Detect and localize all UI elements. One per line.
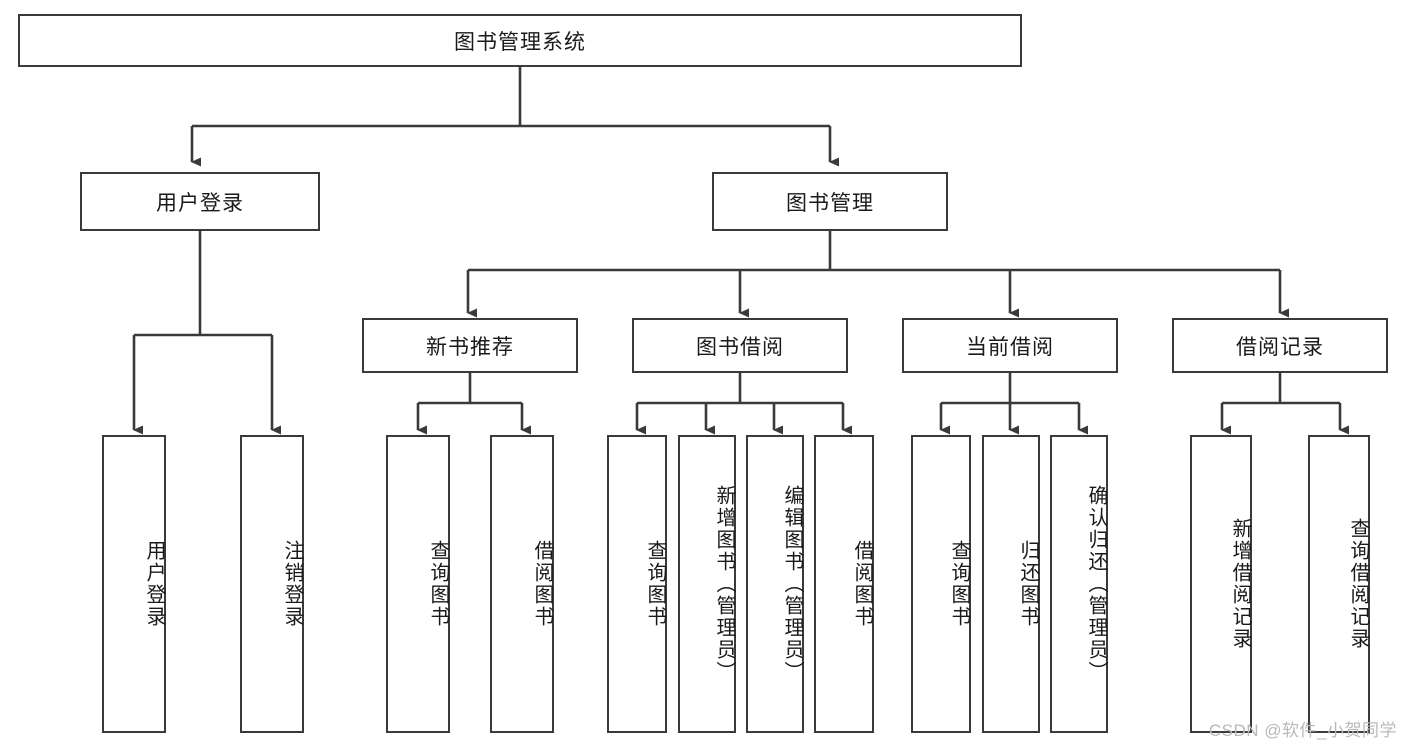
leaf-new-book-query[interactable]: 查询图书: [386, 435, 450, 733]
csdn-watermark: CSDN @软件_小贺同学: [1208, 721, 1397, 740]
leaf-new-book-borrow[interactable]: 借阅图书: [490, 435, 554, 733]
node-root-system[interactable]: 图书管理系统: [18, 14, 1022, 67]
leaf-user-login-logout[interactable]: 注销登录: [240, 435, 304, 733]
leaf-label: 查询图书: [427, 540, 449, 628]
node-current-borrow[interactable]: 当前借阅: [902, 318, 1118, 373]
leaf-label: 新增借阅记录: [1229, 518, 1251, 650]
node-borrow-record[interactable]: 借阅记录: [1172, 318, 1388, 373]
node-new-book-recommend[interactable]: 新书推荐: [362, 318, 578, 373]
leaf-label: 用户登录: [143, 540, 165, 628]
node-book-borrow[interactable]: 图书借阅: [632, 318, 848, 373]
leaf-label: 查询借阅记录: [1347, 518, 1369, 650]
leaf-borrow-edit-book[interactable]: 编辑图书（管理员）: [746, 435, 804, 733]
leaf-label: 借阅图书: [531, 540, 553, 628]
leaf-label: 确认归还（管理员）: [1085, 485, 1107, 683]
leaf-label: 新增图书（管理员）: [713, 485, 735, 683]
leaf-user-login-login[interactable]: 用户登录: [102, 435, 166, 733]
leaf-current-query-book[interactable]: 查询图书: [911, 435, 971, 733]
leaf-label: 编辑图书（管理员）: [781, 485, 803, 683]
leaf-borrow-add-book[interactable]: 新增图书（管理员）: [678, 435, 736, 733]
leaf-borrow-query-book[interactable]: 查询图书: [607, 435, 667, 733]
leaf-current-confirm-return[interactable]: 确认归还（管理员）: [1050, 435, 1108, 733]
node-book-management[interactable]: 图书管理: [712, 172, 948, 231]
leaf-borrow-borrow-book[interactable]: 借阅图书: [814, 435, 874, 733]
leaf-label: 查询图书: [948, 540, 970, 628]
leaf-label: 归还图书: [1017, 540, 1039, 628]
leaf-label: 借阅图书: [851, 540, 873, 628]
leaf-label: 注销登录: [281, 540, 303, 628]
node-user-login[interactable]: 用户登录: [80, 172, 320, 231]
leaf-current-return-book[interactable]: 归还图书: [982, 435, 1040, 733]
leaf-record-query-record[interactable]: 查询借阅记录: [1308, 435, 1370, 733]
leaf-label: 查询图书: [644, 540, 666, 628]
leaf-record-add-record[interactable]: 新增借阅记录: [1190, 435, 1252, 733]
